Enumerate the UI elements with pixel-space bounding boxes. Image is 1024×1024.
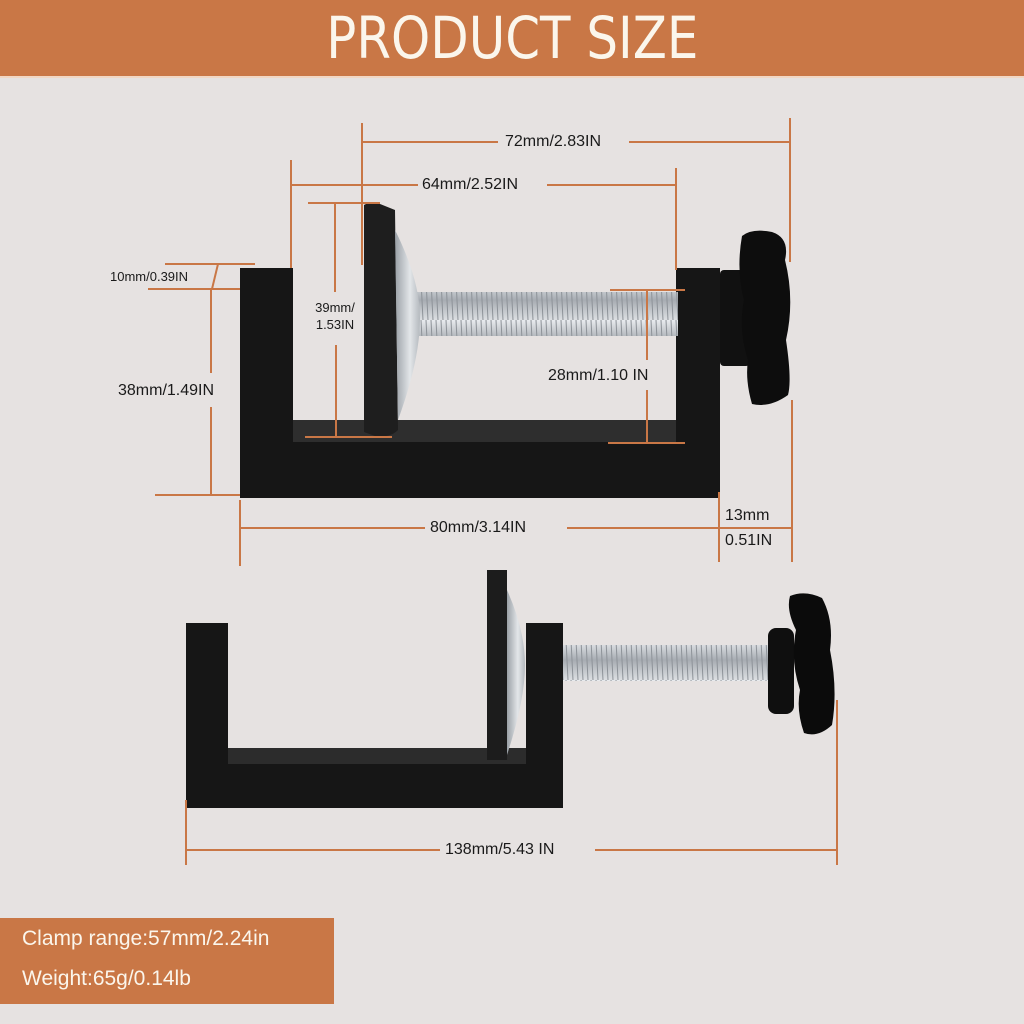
dim-label-138mm: 138mm/5.43 IN bbox=[445, 841, 555, 858]
weight-text: Weight:65g/0.14lb bbox=[22, 967, 191, 990]
title-banner: PRODUCT SIZE bbox=[0, 0, 1024, 76]
dim-label-39mm-line2: 1.53IN bbox=[315, 317, 355, 332]
banner-divider bbox=[0, 76, 1024, 78]
dim-label-28mm: 28mm/1.10 IN bbox=[548, 367, 649, 384]
clamp-range-text: Clamp range:57mm/2.24in bbox=[22, 927, 270, 950]
dim-label-0-51in: 0.51IN bbox=[725, 532, 773, 549]
clamp-top-view bbox=[240, 202, 791, 498]
dim-label-39mm-line1: 39mm/ bbox=[315, 300, 355, 315]
dim-label-80mm: 80mm/3.14IN bbox=[430, 519, 527, 536]
specs-box: Clamp range:57mm/2.24in Weight:65g/0.14l… bbox=[0, 918, 334, 1004]
dim-label-72mm: 72mm/2.83IN bbox=[505, 133, 602, 150]
page-title: PRODUCT SIZE bbox=[325, 4, 699, 72]
dim-label-38mm: 38mm/1.49IN bbox=[118, 382, 215, 399]
dim-label-13mm: 13mm bbox=[725, 507, 770, 524]
clamp-side-view bbox=[186, 570, 835, 808]
dim-label-10mm: 10mm/0.39IN bbox=[110, 269, 189, 284]
dim-label-64mm: 64mm/2.52IN bbox=[422, 176, 519, 193]
dimension-lines bbox=[148, 118, 838, 865]
